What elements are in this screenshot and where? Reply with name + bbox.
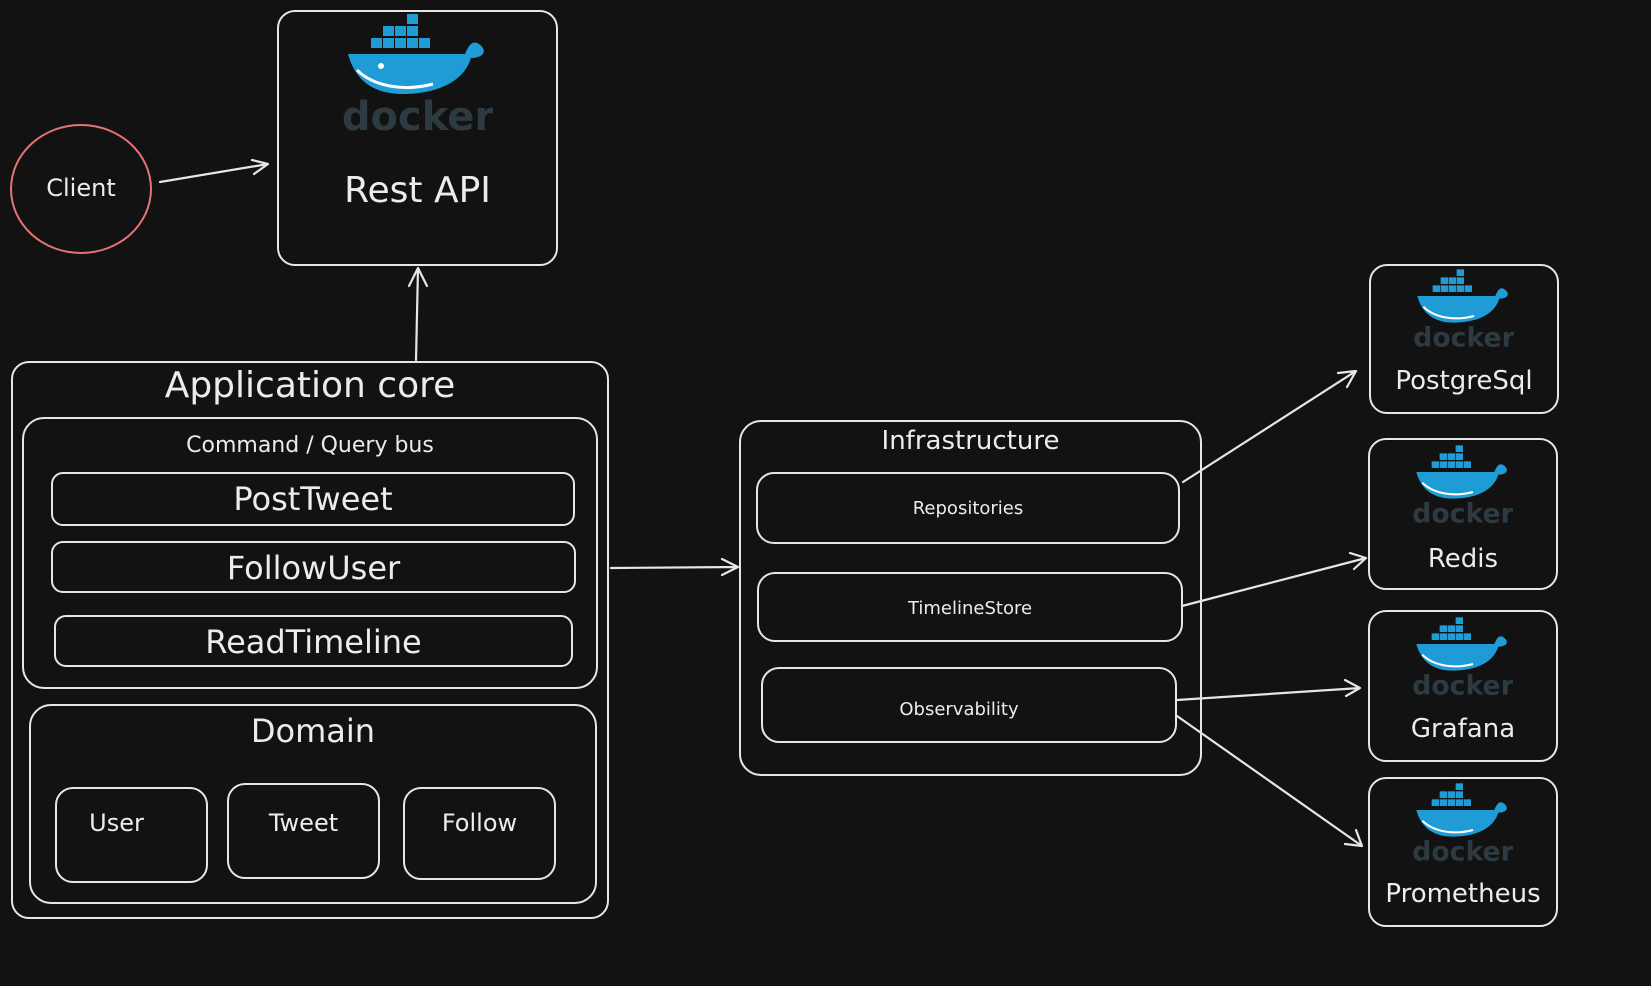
docker-logo-icon: docker — [343, 14, 493, 139]
docker-logo-icon: docker — [1413, 445, 1513, 529]
service-grafana: docker Grafana — [1368, 610, 1558, 762]
command-query-bus-title: Command / Query bus — [186, 433, 434, 458]
arrow-client-to-rest-api — [158, 158, 270, 184]
infra-item-observability: Observability — [761, 667, 1177, 743]
docker-logo-icon: docker — [1413, 617, 1513, 701]
arrow-repositories-to-postgresql — [1181, 369, 1358, 484]
arrow-observability-to-prometheus — [1175, 714, 1364, 848]
docker-wordmark: docker — [1413, 671, 1513, 701]
docker-logo-icon: docker — [1414, 269, 1514, 353]
application-core-box: Application core Command / Query bus Pos… — [11, 361, 609, 919]
bus-item-label: FollowUser — [226, 549, 401, 587]
bus-item-follow-user: FollowUser — [51, 541, 576, 593]
infra-item-repositories: Repositories — [756, 472, 1180, 544]
domain-title: Domain — [250, 712, 376, 750]
bus-item-label: PostTweet — [233, 480, 393, 518]
client-label: Client — [46, 174, 116, 202]
service-prometheus: docker Prometheus — [1368, 777, 1558, 927]
infra-item-label: Observability — [899, 699, 1019, 720]
infra-item-label: Repositories — [912, 498, 1024, 519]
domain-item-label: Tweet — [268, 809, 339, 837]
rest-api-label: Rest API — [344, 170, 491, 211]
bus-item-post-tweet: PostTweet — [51, 472, 575, 526]
docker-logo-icon: docker — [1413, 783, 1513, 867]
domain-item-user: User — [55, 787, 208, 883]
infra-item-timeline-store: TimelineStore — [757, 572, 1183, 642]
arrow-observability-to-grafana — [1175, 678, 1362, 702]
domain-item-tweet: Tweet — [227, 783, 380, 879]
domain-box: Domain User Tweet Follow — [29, 704, 597, 904]
domain-item-follow: Follow — [403, 787, 556, 880]
service-label: Prometheus — [1385, 879, 1541, 909]
arrow-timeline-store-to-redis — [1180, 551, 1368, 608]
command-query-bus-box: Command / Query bus PostTweet FollowUser… — [22, 417, 598, 689]
domain-item-label: User — [89, 809, 144, 837]
service-label: PostgreSql — [1395, 366, 1533, 396]
infra-item-label: TimelineStore — [907, 598, 1033, 619]
service-postgresql: docker PostgreSql — [1369, 264, 1559, 414]
infrastructure-title: Infrastructure — [881, 426, 1060, 456]
docker-wordmark: docker — [1413, 837, 1513, 867]
docker-wordmark: docker — [1413, 499, 1513, 529]
service-label: Redis — [1427, 544, 1499, 574]
rest-api-box: docker Rest API — [277, 10, 558, 266]
service-redis: docker Redis — [1368, 438, 1558, 590]
bus-item-read-timeline: ReadTimeline — [54, 615, 573, 667]
arrow-app-core-to-infrastructure — [609, 557, 740, 577]
service-label: Grafana — [1410, 714, 1516, 744]
docker-wordmark: docker — [1414, 323, 1514, 353]
application-core-title: Application core — [164, 365, 456, 406]
bus-item-label: ReadTimeline — [205, 623, 422, 661]
domain-item-label: Follow — [441, 809, 518, 837]
client-node: Client — [10, 124, 152, 254]
docker-wordmark: docker — [343, 94, 493, 139]
arrow-app-core-to-rest-api — [407, 266, 429, 362]
infrastructure-box: Infrastructure Repositories TimelineStor… — [739, 420, 1202, 776]
